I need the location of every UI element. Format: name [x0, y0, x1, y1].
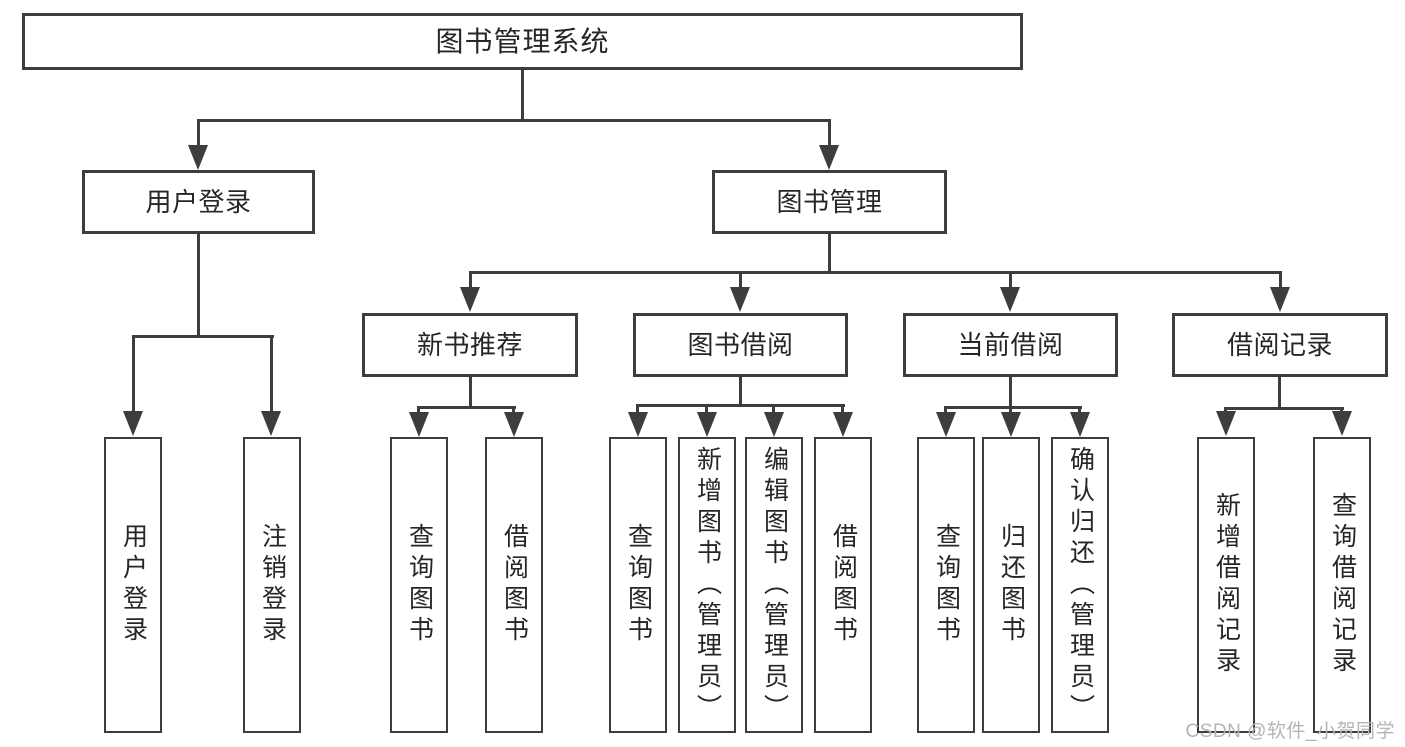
node-new-book-recommend: 新书推荐	[362, 313, 578, 377]
node-label: 查询借阅记录	[1328, 492, 1357, 678]
node-book-management: 图书管理	[712, 170, 947, 234]
leaf-logout: 注销登录	[243, 437, 301, 733]
arrow-down-icon	[628, 412, 648, 437]
arrow-down-icon	[1000, 287, 1020, 312]
node-library-management-system: 图书管理系统	[22, 13, 1023, 70]
connector-leaf-drop	[417, 406, 420, 415]
node-label: 注销登录	[258, 523, 287, 647]
node-label: 用户登录	[145, 187, 252, 217]
arrow-down-icon	[504, 412, 524, 437]
node-label: 编辑图书（管理员）	[760, 445, 789, 725]
arrow-down-icon	[833, 412, 853, 437]
arrow-down-icon	[1216, 411, 1236, 436]
arrow-down-icon	[1001, 412, 1021, 437]
connector-leaf-drop	[636, 404, 639, 414]
node-label: 图书借阅	[687, 330, 794, 360]
connector-new-book-recommend-drop	[469, 271, 472, 290]
watermark: CSDN @软件_小贺同学	[1185, 721, 1395, 742]
leaf-nbr-query-books: 查询图书	[390, 437, 448, 733]
arrow-down-icon	[460, 287, 480, 312]
node-label: 查询图书	[405, 523, 434, 647]
connector-leaf-drop	[1009, 406, 1012, 415]
connector-root-stem	[521, 69, 524, 122]
leaf-br-query-record: 查询借阅记录	[1313, 437, 1371, 733]
leaf-cb-return-books: 归还图书	[982, 437, 1040, 733]
node-label: 查询图书	[932, 523, 961, 647]
connector-book-management-drop	[828, 119, 831, 147]
connector-leaf-drop	[772, 404, 775, 414]
connector-leaf-drop	[705, 404, 708, 414]
arrow-down-icon	[819, 145, 839, 170]
node-label: 图书管理	[776, 187, 883, 217]
node-label: 图书管理系统	[435, 25, 610, 57]
leaf-bb-add-books-admin: 新增图书（管理员）	[678, 437, 736, 733]
node-label: 新书推荐	[416, 330, 523, 360]
node-label: 新增借阅记录	[1212, 492, 1241, 678]
arrow-down-icon	[409, 412, 429, 437]
node-label: 借阅记录	[1226, 330, 1333, 360]
arrow-down-icon	[730, 287, 750, 312]
arrow-down-icon	[1332, 411, 1352, 436]
connector-book-management-stem	[828, 233, 831, 273]
leaf-bb-edit-books-admin: 编辑图书（管理员）	[745, 437, 803, 733]
leaf-cb-query-books: 查询图书	[917, 437, 975, 733]
connector-borrowing-records-horizontal	[1224, 407, 1344, 410]
arrow-down-icon	[261, 411, 281, 436]
connector-user-login-stem	[197, 233, 200, 337]
node-label: 归还图书	[997, 523, 1026, 647]
arrow-down-icon	[697, 412, 717, 437]
connector-borrowing-records-stem	[1278, 376, 1281, 410]
node-label: 新增图书（管理员）	[693, 445, 722, 725]
node-label: 当前借阅	[957, 330, 1064, 360]
connector-level3-horizontal	[469, 271, 1282, 274]
arrow-down-icon	[764, 412, 784, 437]
leaf-cb-confirm-return-admin: 确认归还（管理员）	[1051, 437, 1109, 733]
arrow-down-icon	[1270, 287, 1290, 312]
node-book-borrowing: 图书借阅	[633, 313, 848, 377]
connector-leaf-drop	[1078, 406, 1081, 415]
node-label: 查询图书	[624, 523, 653, 647]
arrow-down-icon	[1070, 412, 1090, 437]
connector-book-borrowing-drop	[739, 271, 742, 290]
connector-new-book-recommend-horizontal	[417, 406, 516, 409]
leaf-bb-query-books: 查询图书	[609, 437, 667, 733]
connector-current-borrowing-horizontal	[944, 406, 1082, 409]
arrow-down-icon	[188, 145, 208, 170]
node-label: 借阅图书	[829, 523, 858, 647]
connector-level2-horizontal	[197, 119, 831, 122]
arrow-down-icon	[123, 411, 143, 436]
connector-book-borrowing-stem	[739, 376, 742, 407]
leaf-user-login: 用户登录	[104, 437, 162, 733]
connector-login-drop	[132, 335, 135, 412]
connector-borrowing-records-drop	[1279, 271, 1282, 290]
connector-leaf-drop	[512, 406, 515, 415]
connector-leaf-drop	[944, 406, 947, 415]
connector-new-book-recommend-stem	[469, 376, 472, 409]
node-label: 用户登录	[119, 523, 148, 647]
node-label: 确认归还（管理员）	[1066, 445, 1095, 725]
arrow-down-icon	[936, 412, 956, 437]
leaf-br-add-record: 新增借阅记录	[1197, 437, 1255, 733]
node-label: 借阅图书	[500, 523, 529, 647]
connector-user-login-horizontal	[132, 335, 274, 338]
connector-user-login-drop	[197, 119, 200, 147]
connector-leaf-drop	[841, 404, 844, 414]
node-current-borrowing: 当前借阅	[903, 313, 1118, 377]
connector-current-borrowing-drop	[1009, 271, 1012, 290]
node-borrowing-records: 借阅记录	[1172, 313, 1388, 377]
connector-logout-drop	[270, 335, 273, 412]
node-user-login: 用户登录	[82, 170, 315, 234]
leaf-nbr-borrow-books: 借阅图书	[485, 437, 543, 733]
connector-book-borrowing-horizontal	[636, 404, 845, 407]
leaf-bb-borrow-books: 借阅图书	[814, 437, 872, 733]
connector-current-borrowing-stem	[1009, 376, 1012, 409]
